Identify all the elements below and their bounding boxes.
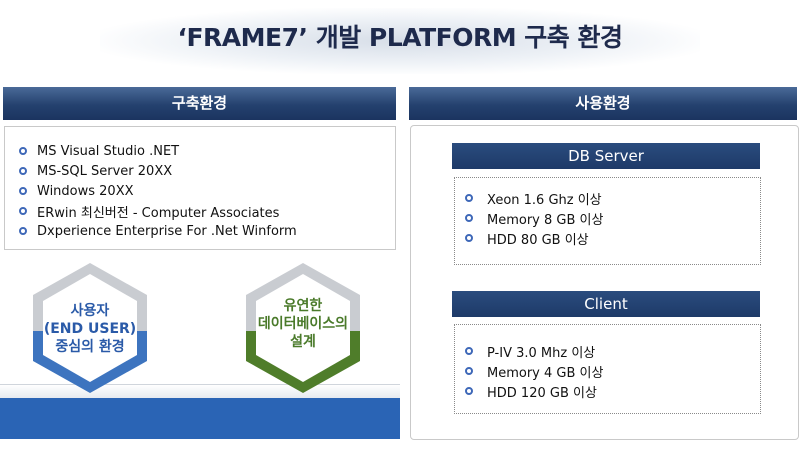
build-environment-header: 구축환경 [3, 87, 396, 120]
client-spec-list: P-IV 3.0 Mhz 이상 Memory 4 GB 이상 HDD 120 G… [465, 341, 603, 401]
list-item: HDD 80 GB 이상 [465, 228, 603, 248]
hexagon-line: 중심의 환경 [55, 339, 125, 355]
list-item-label: HDD 80 GB 이상 [487, 232, 589, 248]
list-item: P-IV 3.0 Mhz 이상 [465, 341, 603, 361]
bullet-icon [19, 187, 27, 195]
hexagon-line: 유연한 [283, 298, 323, 314]
db-server-specs: Xeon 1.6 Ghz 이상 Memory 8 GB 이상 HDD 80 GB… [454, 177, 761, 265]
bullet-icon [465, 214, 473, 222]
hexagon-line: 사용자 [70, 303, 110, 319]
flexible-db-label: 유연한 데이터베이스의 설계 [241, 297, 365, 351]
bullet-icon [465, 387, 473, 395]
bullet-icon [19, 207, 27, 215]
bullet-icon [465, 347, 473, 355]
end-user-hexagon: 사용자 (END USER) 중심의 환경 [28, 259, 152, 397]
db-server-header: DB Server [452, 143, 760, 169]
list-item: MS-SQL Server 20XX [19, 161, 297, 181]
bullet-icon [19, 167, 27, 175]
client-header: Client [452, 291, 760, 317]
list-item: Memory 4 GB 이상 [465, 361, 603, 381]
hexagon-line: 설계 [290, 334, 316, 350]
hexagon-shape-icon [246, 263, 360, 393]
list-item: Windows 20XX [19, 181, 297, 201]
hexagon-shape-icon [33, 263, 147, 393]
list-item: HDD 120 GB 이상 [465, 381, 603, 401]
build-tools-list: MS Visual Studio .NET MS-SQL Server 20XX… [19, 141, 297, 241]
list-item-label: Xeon 1.6 Ghz 이상 [487, 192, 602, 208]
db-server-spec-list: Xeon 1.6 Ghz 이상 Memory 8 GB 이상 HDD 80 GB… [465, 188, 603, 248]
usage-environment-header: 사용환경 [409, 87, 797, 120]
bullet-icon [465, 367, 473, 375]
client-specs: P-IV 3.0 Mhz 이상 Memory 4 GB 이상 HDD 120 G… [454, 324, 761, 414]
list-item-label: Dxperience Enterprise For .Net Winform [37, 223, 297, 239]
page-title: ‘FRAME7’ 개발 PLATFORM 구축 환경 [177, 23, 623, 52]
flexible-db-hexagon: 유연한 데이터베이스의 설계 [241, 259, 365, 397]
list-item-label: MS-SQL Server 20XX [37, 163, 173, 179]
list-item-label: ERwin 최신버전 - Computer Associates [37, 205, 280, 221]
list-item: MS Visual Studio .NET [19, 141, 297, 161]
bullet-icon [465, 194, 473, 202]
platform-base [0, 398, 400, 439]
list-item: Memory 8 GB 이상 [465, 208, 603, 228]
list-item-label: Windows 20XX [37, 183, 134, 199]
list-item: ERwin 최신버전 - Computer Associates [19, 201, 297, 221]
hexagon-line: (END USER) [43, 321, 137, 337]
list-item-label: Memory 8 GB 이상 [487, 212, 604, 228]
hexagon-line: 데이터베이스의 [257, 316, 349, 332]
bullet-icon [19, 227, 27, 235]
title-background [100, 8, 700, 74]
bullet-icon [465, 234, 473, 242]
list-item: Xeon 1.6 Ghz 이상 [465, 188, 603, 208]
list-item-label: Memory 4 GB 이상 [487, 365, 604, 381]
list-item-label: P-IV 3.0 Mhz 이상 [487, 345, 596, 361]
list-item-label: MS Visual Studio .NET [37, 143, 180, 159]
end-user-label: 사용자 (END USER) 중심의 환경 [28, 302, 152, 356]
build-environment-panel: MS Visual Studio .NET MS-SQL Server 20XX… [4, 126, 396, 250]
list-item-label: HDD 120 GB 이상 [487, 385, 597, 401]
bullet-icon [19, 147, 27, 155]
list-item: Dxperience Enterprise For .Net Winform [19, 221, 297, 241]
